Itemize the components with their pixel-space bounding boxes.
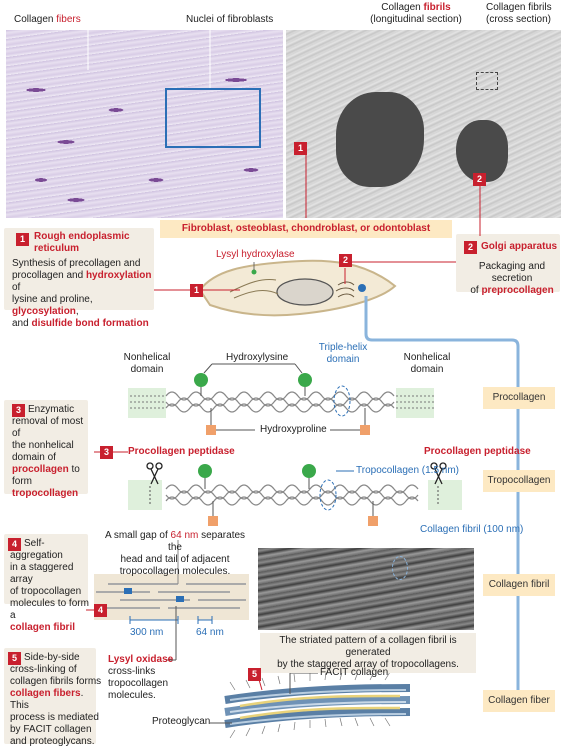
lysyl-hydroxylase-dot bbox=[251, 269, 257, 275]
step3-text: Enzymatic removal of most of the nonheli… bbox=[12, 404, 84, 499]
flow-collagen-fibril: Collagen fibril bbox=[483, 574, 555, 596]
flow-path bbox=[364, 296, 520, 700]
collagen-fibril-label: Collagen fibril (100 nm) bbox=[420, 524, 524, 535]
scissors-icon-left bbox=[146, 462, 163, 485]
tropo-hydroxyproline-right bbox=[368, 516, 378, 526]
marker-2-micrograph: 2 bbox=[473, 173, 486, 186]
step3-box: 3 Enzymatic removal of most of the nonhe… bbox=[4, 400, 88, 499]
step4-text: Self-aggregation in a staggered array of… bbox=[10, 538, 89, 633]
nonhelical-left-zone bbox=[128, 388, 166, 418]
cross-section-box bbox=[476, 72, 498, 90]
proteoglycan-bristles bbox=[229, 671, 391, 739]
marker-1-micrograph: 1 bbox=[294, 142, 307, 155]
nonhelical-right-label: Nonhelical domain bbox=[403, 352, 451, 375]
step4-marker: 4 bbox=[94, 604, 107, 617]
scissors-icon-right bbox=[430, 462, 447, 485]
hydroxyproline-right bbox=[360, 425, 370, 435]
tropocollagen-marker bbox=[319, 479, 337, 511]
cell-type-banner: Fibroblast, osteoblast, chondroblast, or… bbox=[160, 220, 452, 238]
nucleus-1 bbox=[336, 92, 424, 187]
hydroxyproline-label: Hydroxyproline bbox=[260, 424, 327, 435]
peptidase-right-label: Procollagen peptidase bbox=[424, 446, 531, 457]
staggered-array bbox=[94, 574, 249, 620]
procollagen-helix bbox=[165, 391, 395, 413]
step4-number: 4 bbox=[8, 538, 21, 551]
hydroxylysine-left bbox=[194, 373, 208, 387]
removed-left-zone bbox=[128, 480, 162, 510]
step5-marker: 5 bbox=[248, 668, 261, 681]
collagen-fibers-label: Collagen fibers bbox=[14, 14, 81, 25]
golgi-box: 2 Golgi apparatus Packaging and secretio… bbox=[456, 234, 560, 296]
flow-collagen-fiber: Collagen fiber bbox=[483, 690, 555, 712]
triple-helix-label: Triple-helix domain bbox=[318, 342, 368, 365]
facit-label: FACIT collagen bbox=[320, 667, 389, 678]
fibrils-longitudinal-label: Collagen fibrils (longitudinal section) bbox=[370, 2, 462, 25]
rer-title: Rough endoplasmic reticulum bbox=[34, 231, 130, 254]
tropocollagen-label: Tropocollagen (1.5 nm) bbox=[356, 465, 460, 476]
fibril-caption: The striated pattern of a collagen fibri… bbox=[260, 633, 476, 673]
nm64-label: 64 nm bbox=[196, 627, 224, 638]
flow-procollagen: Procollagen bbox=[483, 387, 555, 409]
step5-number: 5 bbox=[8, 652, 21, 665]
electron-micrograph bbox=[286, 30, 561, 218]
nuclei-label: Nuclei of fibroblasts bbox=[186, 14, 274, 25]
flow-tropocollagen: Tropocollagen bbox=[483, 470, 555, 492]
golgi-stacks bbox=[335, 281, 355, 298]
nonhelical-left-label: Nonhelical domain bbox=[123, 352, 171, 375]
secretory-vesicle bbox=[358, 284, 366, 292]
step4-box: 4 Self-aggregation in a staggered array … bbox=[4, 534, 89, 633]
hydroxyproline-left bbox=[206, 425, 216, 435]
fibrils-cross-label: Collagen fibrils(cross section) bbox=[486, 2, 552, 25]
peptidase-left-label: Procollagen peptidase bbox=[128, 446, 235, 457]
nonhelical-right-zone bbox=[396, 388, 434, 418]
triple-helix-marker bbox=[333, 385, 351, 417]
golgi-title: Golgi apparatus bbox=[481, 241, 558, 252]
hydroxylysine-label: Hydroxylysine bbox=[226, 352, 289, 363]
fibril-marker bbox=[392, 556, 408, 580]
cell-marker-2: 2 bbox=[339, 254, 352, 267]
hydroxylysine-right bbox=[298, 373, 312, 387]
gap-description: A small gap of 64 nm separates the head … bbox=[104, 530, 246, 577]
nuclei-highlight-box bbox=[165, 88, 261, 148]
cell-nucleus bbox=[276, 278, 334, 306]
step3-number: 3 bbox=[12, 404, 25, 417]
collagen-fiber-bundle bbox=[224, 684, 411, 728]
rer-number: 1 bbox=[16, 233, 29, 246]
nm300-label: 300 nm bbox=[130, 627, 164, 638]
step5-text: Side-by-side cross-linking of collagen f… bbox=[10, 652, 102, 747]
rer-box: 1 Rough endoplasmic reticulum Synthesis … bbox=[4, 228, 154, 329]
proteoglycan-label: Proteoglycan bbox=[152, 716, 211, 727]
collagen-fibril-micrograph bbox=[258, 548, 474, 630]
light-micrograph bbox=[6, 30, 283, 218]
rer-text: Synthesis of precollagen and procollagen… bbox=[12, 258, 152, 329]
step5-box: 5 Side-by-side cross-linking of collagen… bbox=[4, 648, 101, 747]
lysyl-hydroxylase-label: Lysyl hydroxylase bbox=[216, 249, 295, 260]
cell-marker-1: 1 bbox=[190, 284, 203, 297]
tropo-hydroxylysine-right bbox=[302, 464, 316, 478]
lysyl-oxidase-text: Lysyl oxidase cross-links tropocollagen … bbox=[108, 654, 174, 701]
nucleus-2 bbox=[456, 120, 508, 182]
tropo-hydroxyproline-left bbox=[208, 516, 218, 526]
tropocollagen-helix bbox=[165, 484, 419, 506]
step3-arrow-marker: 3 bbox=[100, 446, 113, 459]
tropo-hydroxylysine-left bbox=[198, 464, 212, 478]
golgi-number: 2 bbox=[464, 241, 477, 254]
removed-right-zone bbox=[428, 480, 462, 510]
